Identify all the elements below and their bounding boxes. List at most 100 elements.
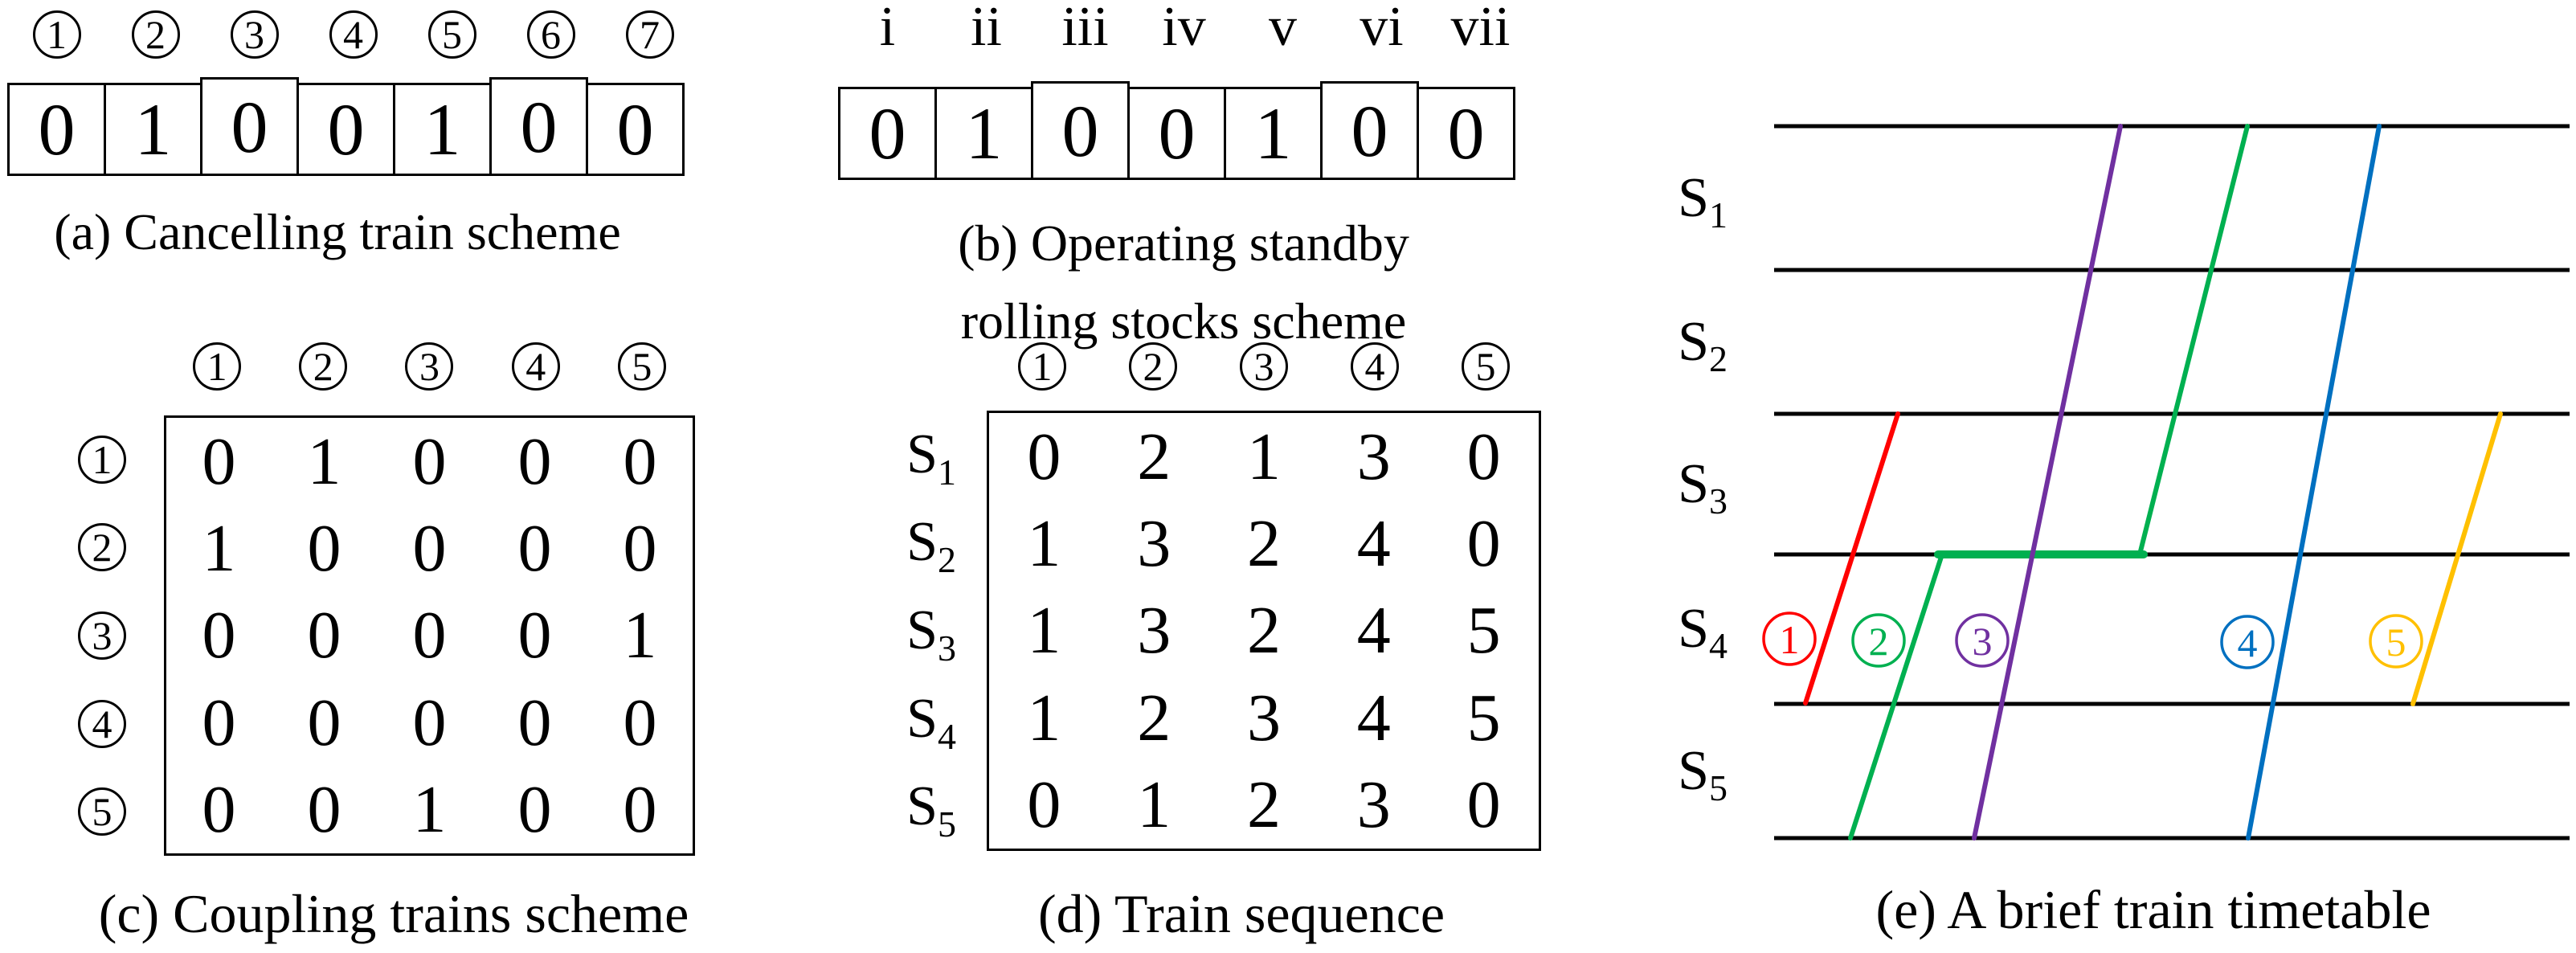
matrix-cell: 0 [517, 598, 552, 673]
matrix-cell: 3 [1356, 419, 1391, 494]
train-label-number-1: 1 [1780, 617, 1800, 662]
circled-train-number: 2 [131, 10, 180, 59]
matrix-cell: 1 [307, 423, 341, 499]
train-label-number-4: 4 [2238, 620, 2258, 665]
panel-a-header-row: 1 2 3 4 5 6 [7, 10, 699, 59]
binary-cell: 0 [200, 77, 299, 176]
station-label-1: S1 [1678, 167, 1728, 235]
panel-a-cell-row: 0 1 0 0 1 0 0 [7, 77, 685, 176]
matrix-cell: 0 [517, 511, 552, 587]
station-subscript: 1 [938, 451, 956, 493]
station-label-subscript: 2 [1709, 338, 1728, 379]
matrix-cell: 0 [517, 423, 552, 499]
roman-numeral-header: iv [1162, 0, 1206, 58]
matrix-cell: 3 [1137, 593, 1171, 669]
panel-a-caption: (a) Cancelling train scheme [54, 203, 621, 260]
train-label-circle-2 [1851, 613, 1906, 668]
matrix-cell: 0 [412, 598, 447, 673]
panel-b-header-row: i ii iii iv v vi vii [838, 0, 1530, 59]
circled-train-number: 3 [78, 611, 126, 660]
station-row-label: S5 [906, 775, 956, 843]
station-row-label: S3 [906, 599, 956, 667]
matrix-cell: 0 [1027, 767, 1061, 843]
circled-train-number: 3 [1240, 342, 1288, 391]
binary-cell: 1 [1224, 87, 1323, 180]
matrix-cell: 4 [1356, 680, 1391, 755]
panel-d-column-headers: 1 2 3 4 5 [987, 342, 1541, 391]
binary-cell: 0 [586, 83, 685, 176]
header-slot: 4 [1319, 342, 1430, 391]
matrix-cell: 0 [202, 772, 236, 848]
matrix-cell: 0 [202, 685, 236, 760]
train-line-4 [2246, 124, 2382, 841]
matrix-cell: 0 [202, 423, 236, 499]
train-label-circle-3 [1955, 613, 2010, 668]
matrix-cell: 0 [623, 423, 657, 499]
circled-train-number: 7 [625, 10, 674, 59]
matrix-cell: 1 [202, 511, 236, 587]
circled-train-number: 5 [78, 787, 126, 836]
header-slot: 4 [304, 10, 403, 59]
matrix-cell: 1 [1027, 506, 1061, 582]
roman-numeral-header: v [1269, 0, 1297, 58]
binary-cell: 0 [489, 77, 588, 176]
header-slot: 5 [403, 10, 501, 59]
station-letter: S [906, 511, 938, 574]
station-letter: S [906, 775, 938, 838]
matrix-cell: 2 [1137, 419, 1171, 494]
circled-train-number: 2 [299, 342, 348, 391]
train-sequence-matrix: 0 2 1 3 0 1 3 [987, 411, 1541, 851]
matrix-cell: 0 [307, 772, 341, 848]
header-slot: 1 [164, 342, 270, 391]
header-slot: 2 [270, 342, 376, 391]
matrix-cell: 2 [1246, 767, 1281, 843]
matrix-cell: 4 [1356, 593, 1391, 669]
train-label-number-3: 3 [1973, 619, 1993, 664]
circled-train-number: 1 [1018, 342, 1066, 391]
header-slot: 3 [1208, 342, 1319, 391]
circled-train-number: 4 [329, 10, 378, 59]
matrix-cell: 4 [1356, 506, 1391, 582]
matrix-cell: 2 [1137, 680, 1171, 755]
panel-d-caption: (d) Train sequence [1037, 883, 1445, 944]
matrix-cell: 0 [623, 772, 657, 848]
panel-d-row-headers: S1 S2 S3 S4 S5 [868, 411, 956, 851]
matrix-cell: 1 [1246, 419, 1281, 494]
circled-train-number: 4 [511, 342, 560, 391]
matrix-cell: 2 [1246, 506, 1281, 582]
matrix-cell: 1 [1137, 767, 1171, 843]
matrix-cell: 5 [1466, 680, 1501, 755]
matrix-cell: 0 [412, 511, 447, 587]
header-slot: 2 [106, 10, 205, 59]
train-label-circle-5 [2369, 614, 2423, 669]
header-slot: 1 [987, 342, 1098, 391]
matrix-cell: 1 [1027, 593, 1061, 669]
matrix-cell: 1 [412, 772, 447, 848]
matrix-cell: 0 [1466, 506, 1501, 582]
matrix-cell: 0 [623, 685, 657, 760]
binary-cell: 1 [104, 83, 202, 176]
train-label-number-2: 2 [1869, 619, 1889, 664]
matrix-cell: 0 [307, 511, 341, 587]
matrix-cell: 1 [623, 598, 657, 673]
station-label-subscript: 1 [1709, 194, 1728, 235]
binary-cell: 0 [7, 83, 106, 176]
matrix-cell: 0 [202, 598, 236, 673]
binary-cell: 0 [838, 87, 937, 180]
station-label-4: S4 [1678, 598, 1728, 666]
circled-train-number: 5 [427, 10, 476, 59]
train-line-1 [1803, 411, 1900, 706]
circled-train-number: 4 [78, 699, 126, 748]
matrix-cell: 0 [517, 772, 552, 848]
header-slot: 2 [1098, 342, 1208, 391]
matrix-cell: 0 [623, 511, 657, 587]
matrix-cell: 0 [307, 685, 341, 760]
matrix-cell: 3 [1246, 680, 1281, 755]
station-letter: S [906, 599, 938, 661]
matrix-cell: 0 [517, 685, 552, 760]
panel-b-cell-row: 0 1 0 0 1 0 0 [838, 81, 1515, 180]
panel-e-caption: (e) A brief train timetable [1875, 879, 2431, 940]
station-subscript: 4 [938, 715, 956, 757]
header-slot: 1 [7, 10, 106, 59]
matrix-cell: 3 [1137, 506, 1171, 582]
